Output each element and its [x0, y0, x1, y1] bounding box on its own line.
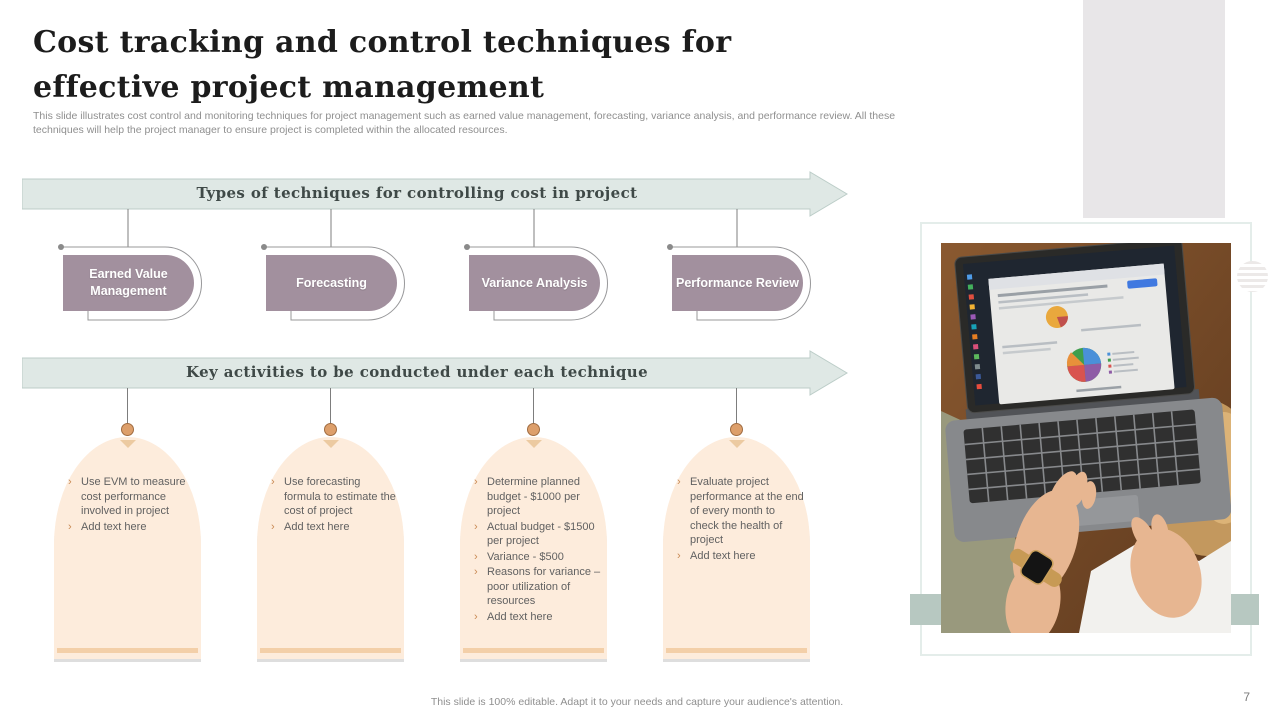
bottom-strip [463, 648, 604, 653]
connector-line [127, 388, 128, 424]
list-item: › Evaluate project performance at the end… [675, 475, 804, 548]
connector-line [736, 388, 737, 424]
chevron-down-icon [729, 440, 745, 448]
bottom-strip [260, 648, 401, 653]
activity-column-variance: › Determine planned budget - $1000 per pr… [459, 388, 609, 664]
chevron-bullet-icon: › [677, 476, 681, 488]
smartwatch [1009, 548, 1062, 587]
document-window [988, 263, 1175, 405]
chevron-down-icon [120, 440, 136, 448]
chevron-bullet-icon: › [677, 549, 681, 562]
banner-activities: Key activities to be conducted under eac… [21, 350, 848, 396]
small-pie-chart [1045, 306, 1068, 329]
list-item: › Add text here [472, 610, 601, 625]
circle-marker [121, 423, 134, 436]
chevron-down-icon [526, 440, 542, 448]
circle-marker [324, 423, 337, 436]
footer-note: This slide is 100% editable. Adapt it to… [430, 696, 844, 708]
activity-list: › Evaluate project performance at the end… [675, 475, 804, 563]
list-item: › Reasons for variance – poor utilization… [472, 565, 601, 609]
list-item: › Use forecasting formula to estimate the… [269, 475, 398, 519]
activity-text: Reasons for variance – poor utilization … [487, 566, 601, 607]
connector-line [533, 388, 534, 424]
striped-circle-decoration [1237, 261, 1268, 292]
laptop [945, 243, 1231, 542]
arrow-banner-shape [21, 350, 848, 396]
banner-types-label: Types of techniques for controlling cost… [196, 184, 638, 202]
page-number: 7 [1243, 690, 1250, 704]
circle-marker [527, 423, 540, 436]
bottom-strip [57, 648, 198, 653]
technique-node-variance: Variance Analysis [459, 209, 609, 341]
laptop-workspace-photo [941, 243, 1231, 633]
activity-box: › Use EVM to measure cost performance inv… [54, 437, 201, 659]
pie-legend [1107, 350, 1139, 374]
activity-text: Add text here [81, 520, 147, 533]
technique-pill: Variance Analysis [481, 275, 588, 290]
technique-pill: Performance Review [676, 275, 799, 290]
activity-text: Use forecasting formula to estimate the … [284, 476, 396, 517]
large-pie-chart [1066, 347, 1139, 382]
pill-shape [58, 209, 202, 321]
circle-marker [730, 423, 743, 436]
arrow-banner-shape [21, 171, 848, 217]
activity-column-performance: › Evaluate project performance at the end… [662, 388, 812, 664]
activity-list: › Use forecasting formula to estimate the… [269, 475, 398, 534]
activity-list: › Use EVM to measure cost performance inv… [66, 475, 195, 534]
pill-shape [667, 209, 811, 321]
technique-pill: Forecasting [296, 275, 367, 290]
activity-column-evm: › Use EVM to measure cost performance inv… [53, 388, 203, 664]
chevron-bullet-icon: › [474, 566, 478, 578]
list-item: › Variance - $500 [472, 550, 601, 565]
technique-pill: Earned Value Management [89, 267, 168, 298]
activity-text: Use EVM to measure cost performance invo… [81, 476, 186, 517]
activity-text: Evaluate project performance at the end … [690, 476, 804, 546]
technique-node-evm: Earned Value Management [53, 209, 203, 341]
banner-types: Types of techniques for controlling cost… [21, 171, 848, 217]
chevron-down-icon [323, 440, 339, 448]
pill-shape [261, 209, 405, 321]
page-title: Cost tracking and control techniques for… [33, 25, 732, 105]
chevron-bullet-icon: › [474, 520, 478, 533]
pill-shape [464, 209, 608, 321]
activity-text: Add text here [690, 549, 756, 562]
page-subtitle: This slide illustrates cost control and … [33, 110, 896, 136]
activity-text: Actual budget - $1500 per project [487, 520, 595, 548]
chevron-bullet-icon: › [68, 476, 72, 488]
chevron-bullet-icon: › [474, 610, 478, 623]
chevron-bullet-icon: › [271, 520, 275, 533]
banner-activities-label: Key activities to be conducted under eac… [185, 363, 649, 381]
activity-text: Determine planned budget - $1000 per pro… [487, 476, 580, 517]
chevron-bullet-icon: › [271, 476, 275, 488]
list-item: › Determine planned budget - $1000 per pr… [472, 475, 601, 519]
dock-icons [966, 274, 982, 390]
technique-node-performance: Performance Review [662, 209, 812, 341]
connector-line [330, 388, 331, 424]
chevron-bullet-icon: › [474, 550, 478, 563]
bottom-strip [666, 648, 807, 653]
activity-text: Add text here [284, 520, 350, 533]
technique-node-forecasting: Forecasting [256, 209, 406, 341]
activity-box: › Determine planned budget - $1000 per pr… [460, 437, 607, 659]
activity-box: › Use forecasting formula to estimate the… [257, 437, 404, 659]
list-item: › Actual budget - $1500 per project [472, 520, 601, 549]
list-item: › Use EVM to measure cost performance inv… [66, 475, 195, 519]
right-hand [1130, 514, 1202, 618]
list-item: › Add text here [675, 549, 804, 564]
activity-text: Add text here [487, 610, 553, 623]
activity-box: › Evaluate project performance at the end… [663, 437, 810, 659]
activity-list: › Determine planned budget - $1000 per pr… [472, 475, 601, 624]
list-item: › Add text here [269, 520, 398, 535]
activity-column-forecasting: › Use forecasting formula to estimate the… [256, 388, 406, 664]
activity-text: Variance - $500 [487, 550, 564, 563]
list-item: › Add text here [66, 520, 195, 535]
chevron-bullet-icon: › [68, 520, 72, 533]
chevron-bullet-icon: › [474, 476, 478, 488]
corner-accent-block [1083, 0, 1225, 218]
